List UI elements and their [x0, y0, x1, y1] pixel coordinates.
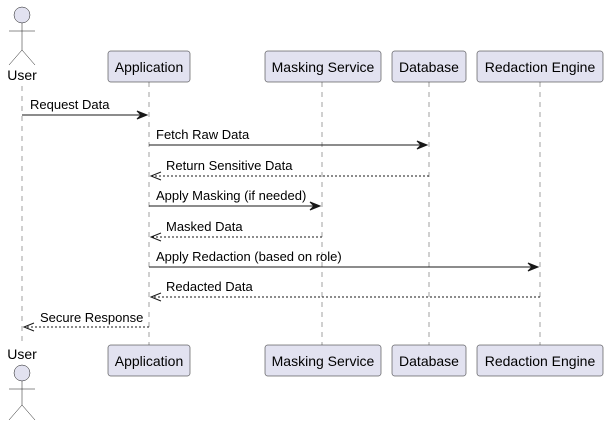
- message-fetch-raw-data: Fetch Raw Data: [149, 127, 429, 150]
- message-apply-redaction: Apply Redaction (based on role): [149, 249, 540, 272]
- actor-label: User: [7, 67, 37, 83]
- participant-masking-service-top: Masking Service: [264, 50, 382, 83]
- participant-label: Database: [399, 353, 459, 369]
- actor-user-top: User: [7, 6, 37, 83]
- participant-label: Application: [115, 59, 184, 75]
- message-label: Masked Data: [166, 219, 243, 234]
- message-label: Return Sensitive Data: [166, 158, 293, 173]
- actor-figure: [8, 23, 36, 66]
- participant-label: Application: [115, 353, 184, 369]
- participant-label: Masking Service: [272, 59, 375, 75]
- participant-application-top: Application: [107, 50, 191, 83]
- participant-application-bottom: Application: [107, 344, 191, 377]
- participant-database-top: Database: [391, 50, 467, 83]
- message-label: Request Data: [30, 97, 110, 112]
- message-apply-masking: Apply Masking (if needed): [149, 188, 322, 211]
- actor-head: [13, 364, 31, 382]
- actor-head: [13, 6, 31, 24]
- message-secure-response: Secure Response: [22, 310, 149, 332]
- message-request-data: Request Data: [22, 97, 149, 120]
- participant-label: Masking Service: [272, 353, 375, 369]
- participant-masking-service-bottom: Masking Service: [264, 344, 382, 377]
- participant-label: Redaction Engine: [485, 59, 596, 75]
- message-return-sensitive-data: Return Sensitive Data: [149, 158, 429, 181]
- participant-redaction-engine-bottom: Redaction Engine: [476, 344, 604, 377]
- actor-user-bottom: User: [7, 346, 37, 421]
- participant-label: Database: [399, 59, 459, 75]
- message-label: Apply Redaction (based on role): [156, 249, 342, 264]
- message-label: Apply Masking (if needed): [156, 188, 306, 203]
- message-label: Redacted Data: [166, 279, 253, 294]
- participant-database-bottom: Database: [391, 344, 467, 377]
- message-masked-data: Masked Data: [149, 219, 322, 242]
- participant-redaction-engine-top: Redaction Engine: [476, 50, 604, 83]
- message-label: Secure Response: [40, 310, 143, 325]
- participant-label: Redaction Engine: [485, 353, 596, 369]
- actor-figure: [8, 381, 36, 421]
- message-redacted-data: Redacted Data: [149, 279, 540, 302]
- message-label: Fetch Raw Data: [156, 127, 250, 142]
- actor-label: User: [7, 346, 37, 362]
